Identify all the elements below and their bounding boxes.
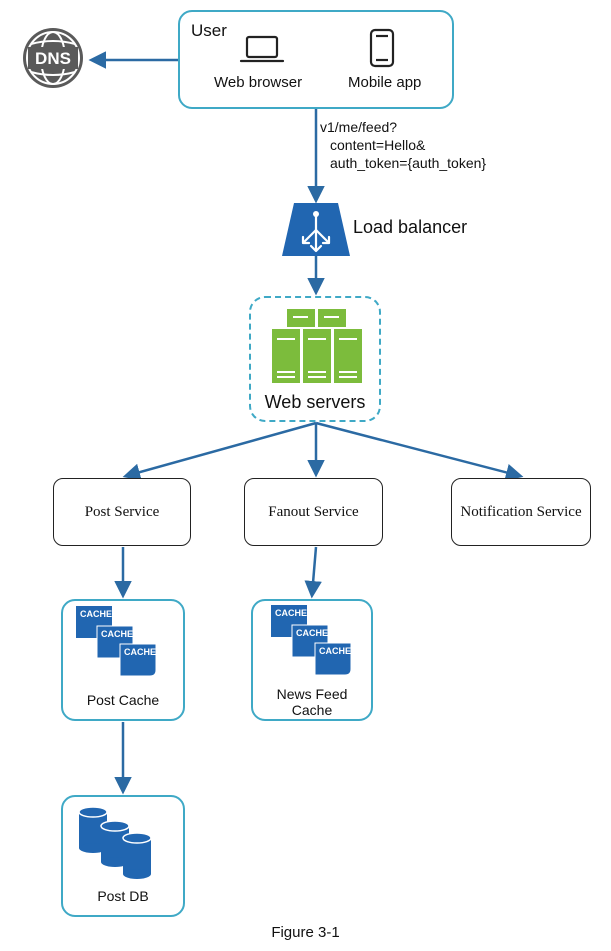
arrow-ws-to-post (122, 421, 317, 481)
web-browser-label: Web browser (214, 74, 303, 91)
request-endpoint-text: v1/me/feed? content=Hello& auth_token={a… (320, 118, 486, 172)
svg-text:CACHE: CACHE (80, 609, 112, 619)
database-icon (78, 806, 152, 879)
request-line-2: content=Hello& (330, 137, 426, 153)
laptop-icon (239, 35, 285, 63)
svg-text:CACHE: CACHE (101, 629, 133, 639)
dns-icon: DNS (23, 28, 83, 88)
post-db-label: Post DB (97, 888, 149, 904)
notification-service-box: Notification Service (451, 478, 591, 546)
user-title: User (191, 21, 227, 40)
news-feed-cache-box (251, 599, 373, 721)
post-cache-icon: CACHE CACHE CACHE (76, 606, 157, 677)
mobile-app-label: Mobile app (348, 74, 422, 91)
news-feed-cache-icon: CACHE CACHE CACHE (271, 605, 352, 676)
figure-caption: Figure 3-1 (271, 924, 340, 941)
post-service-box: Post Service (53, 478, 191, 546)
mobile-phone-icon (369, 28, 395, 68)
post-db-box (61, 795, 185, 917)
fanout-service-label: Fanout Service (268, 503, 359, 520)
load-balancer-icon (282, 203, 350, 256)
arrow-ws-to-notification (315, 421, 524, 481)
request-line-3: auth_token={auth_token} (330, 155, 487, 171)
request-line-1: v1/me/feed? (320, 119, 398, 135)
svg-text:CACHE: CACHE (124, 647, 156, 657)
dns-label: DNS (35, 49, 71, 68)
user-client-box (178, 10, 454, 109)
news-feed-cache-label: News Feed Cache (276, 686, 348, 718)
notification-service-label: Notification Service (460, 503, 582, 520)
svg-text:CACHE: CACHE (296, 628, 328, 638)
fanout-service-box: Fanout Service (244, 478, 383, 546)
arrow-fanout-to-newsfeedcache (304, 546, 322, 599)
post-service-label: Post Service (84, 503, 160, 520)
post-cache-label: Post Cache (86, 692, 160, 708)
post-cache-box (61, 599, 185, 721)
load-balancer-label: Load balancer (353, 217, 468, 237)
svg-text:CACHE: CACHE (319, 646, 351, 656)
svg-text:CACHE: CACHE (275, 608, 307, 618)
web-servers-box (249, 296, 381, 422)
server-rack-icon (272, 309, 362, 383)
web-servers-label: Web servers (264, 392, 366, 412)
